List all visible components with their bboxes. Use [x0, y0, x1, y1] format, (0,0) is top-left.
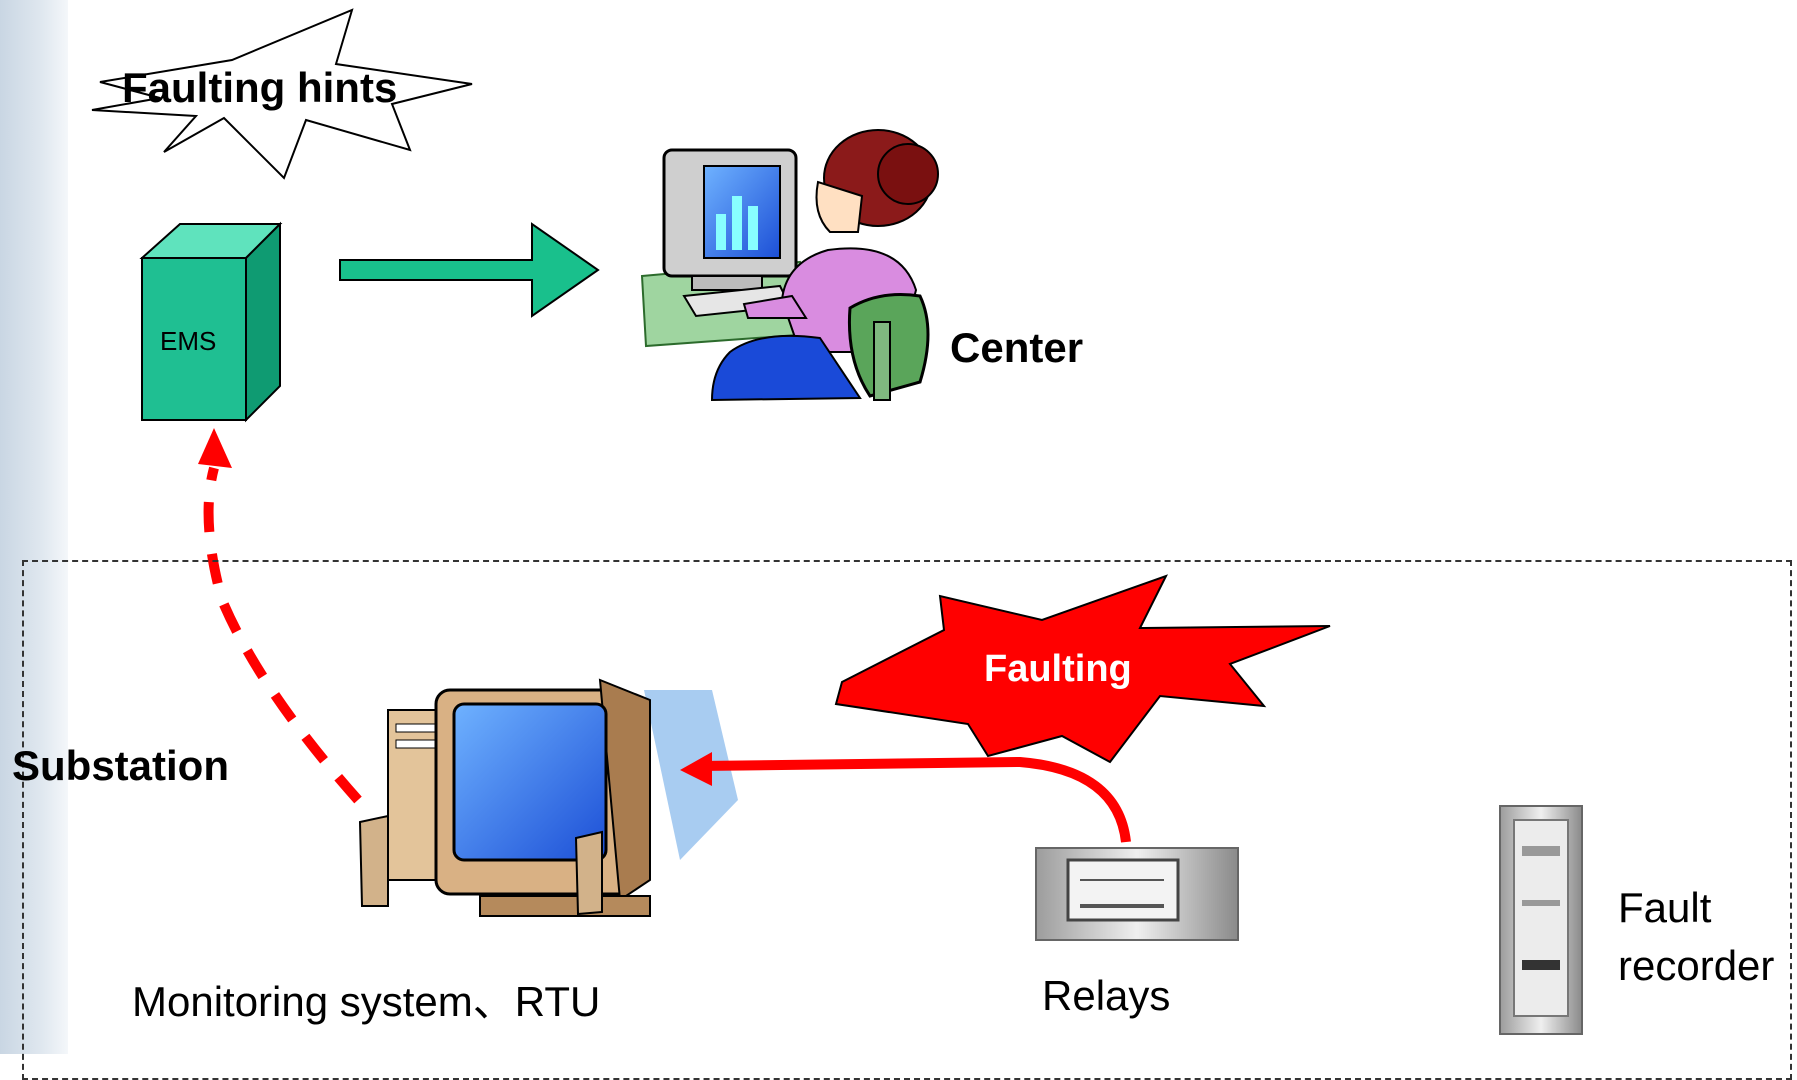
faulting-label: Faulting: [984, 648, 1132, 690]
ems-server-icon: [139, 221, 283, 423]
fault-recorder-cabinet-icon: [1499, 805, 1583, 1035]
faulting-hints-burst: [91, 8, 473, 180]
operator-workstation-icon: [640, 129, 939, 402]
relays-label: Relays: [1042, 972, 1171, 1019]
center-label: Center: [950, 324, 1084, 371]
monitoring-to-ems-dashed-arrow: [203, 466, 362, 804]
fault-recorder-label-line2: recorder: [1618, 942, 1775, 989]
faulting-hints-label: Faulting hints: [122, 64, 398, 111]
ems-label: EMS: [160, 326, 217, 356]
background-strip: [0, 0, 68, 1054]
fault-recorder-label-line1: Fault: [1618, 884, 1712, 931]
ems-arrowhead: [198, 428, 232, 468]
monitoring-system-label: Monitoring system、RTU: [132, 978, 601, 1025]
faulting-burst: [834, 574, 1331, 764]
ems-to-center-arrow: [339, 222, 600, 318]
relays-device-icon: [1035, 847, 1239, 941]
relays-to-monitoring-arrow: [699, 756, 1131, 843]
substation-label: Substation: [12, 742, 229, 789]
diagram-canvas: [91, 8, 1583, 1035]
monitoring-arrowhead: [680, 752, 712, 786]
